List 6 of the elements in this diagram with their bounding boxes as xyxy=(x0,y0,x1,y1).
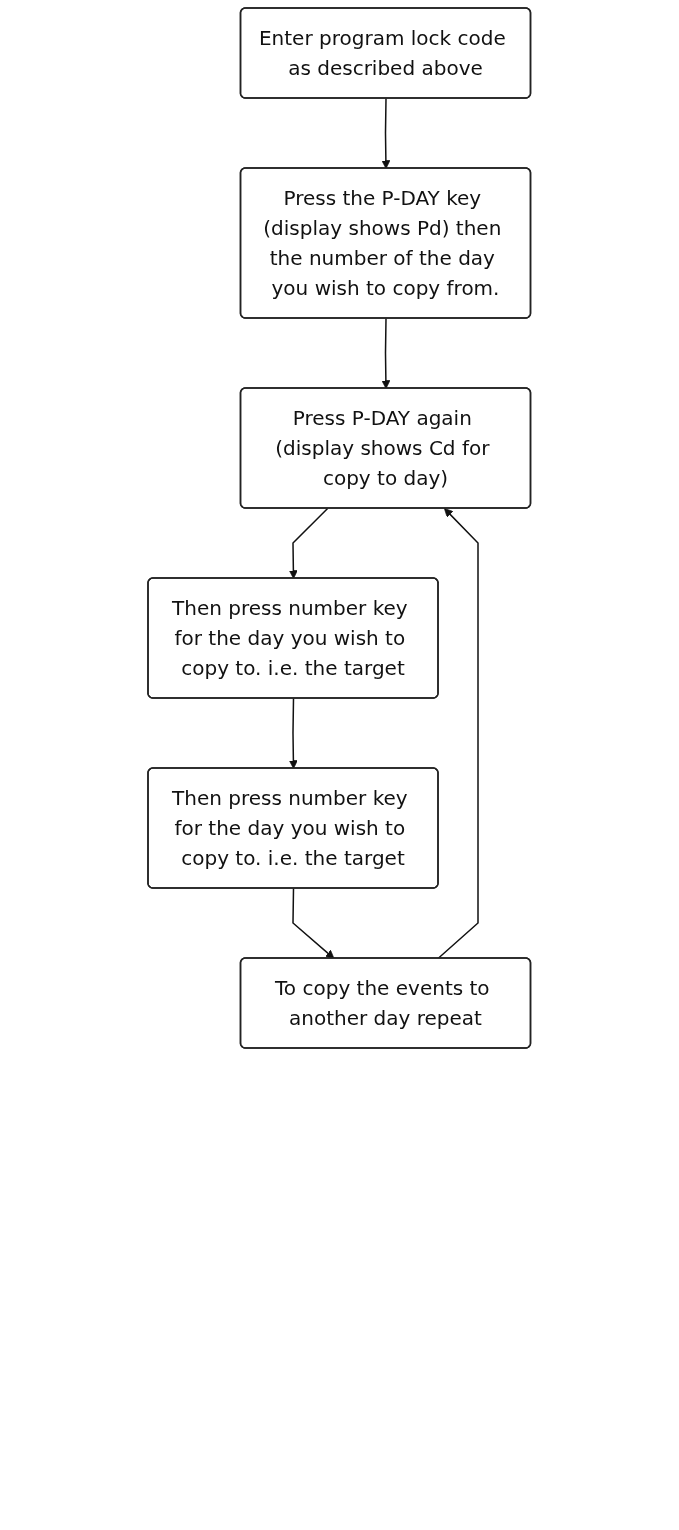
arrow xyxy=(381,97,391,169)
arrow xyxy=(292,887,335,959)
arrow xyxy=(289,697,299,769)
arrow xyxy=(289,507,329,579)
arrow xyxy=(437,508,479,960)
arrow xyxy=(381,317,391,389)
